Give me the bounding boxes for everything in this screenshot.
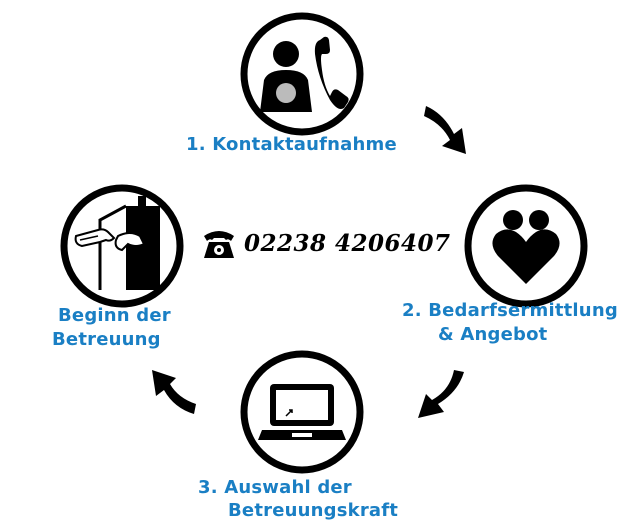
step-2-label-line2: & Angebot [438, 324, 548, 345]
step-3-label-line2: Betreuungskraft [228, 500, 399, 521]
telephone-icon [204, 231, 234, 258]
contact-phone-icon [240, 12, 364, 136]
step-4-label-line1: Beginn der [58, 305, 171, 326]
step-1-label: 1. Kontaktaufnahme [186, 134, 397, 155]
arrow-up-left-icon [152, 370, 196, 414]
laptop-icon [240, 350, 364, 474]
step-4-label-line2: Betreuung [52, 329, 161, 350]
arrow-down-right-icon [424, 106, 466, 154]
step-3-label-line1: 3. Auswahl der [198, 477, 352, 498]
step-2-label-line1: 2. Bedarfsermittlung [402, 300, 618, 321]
arrow-down-left-icon [418, 370, 464, 418]
phone-number: 02238 4206407 [244, 230, 451, 257]
heart-people-icon [464, 184, 588, 308]
helping-hands-icon [60, 184, 184, 308]
